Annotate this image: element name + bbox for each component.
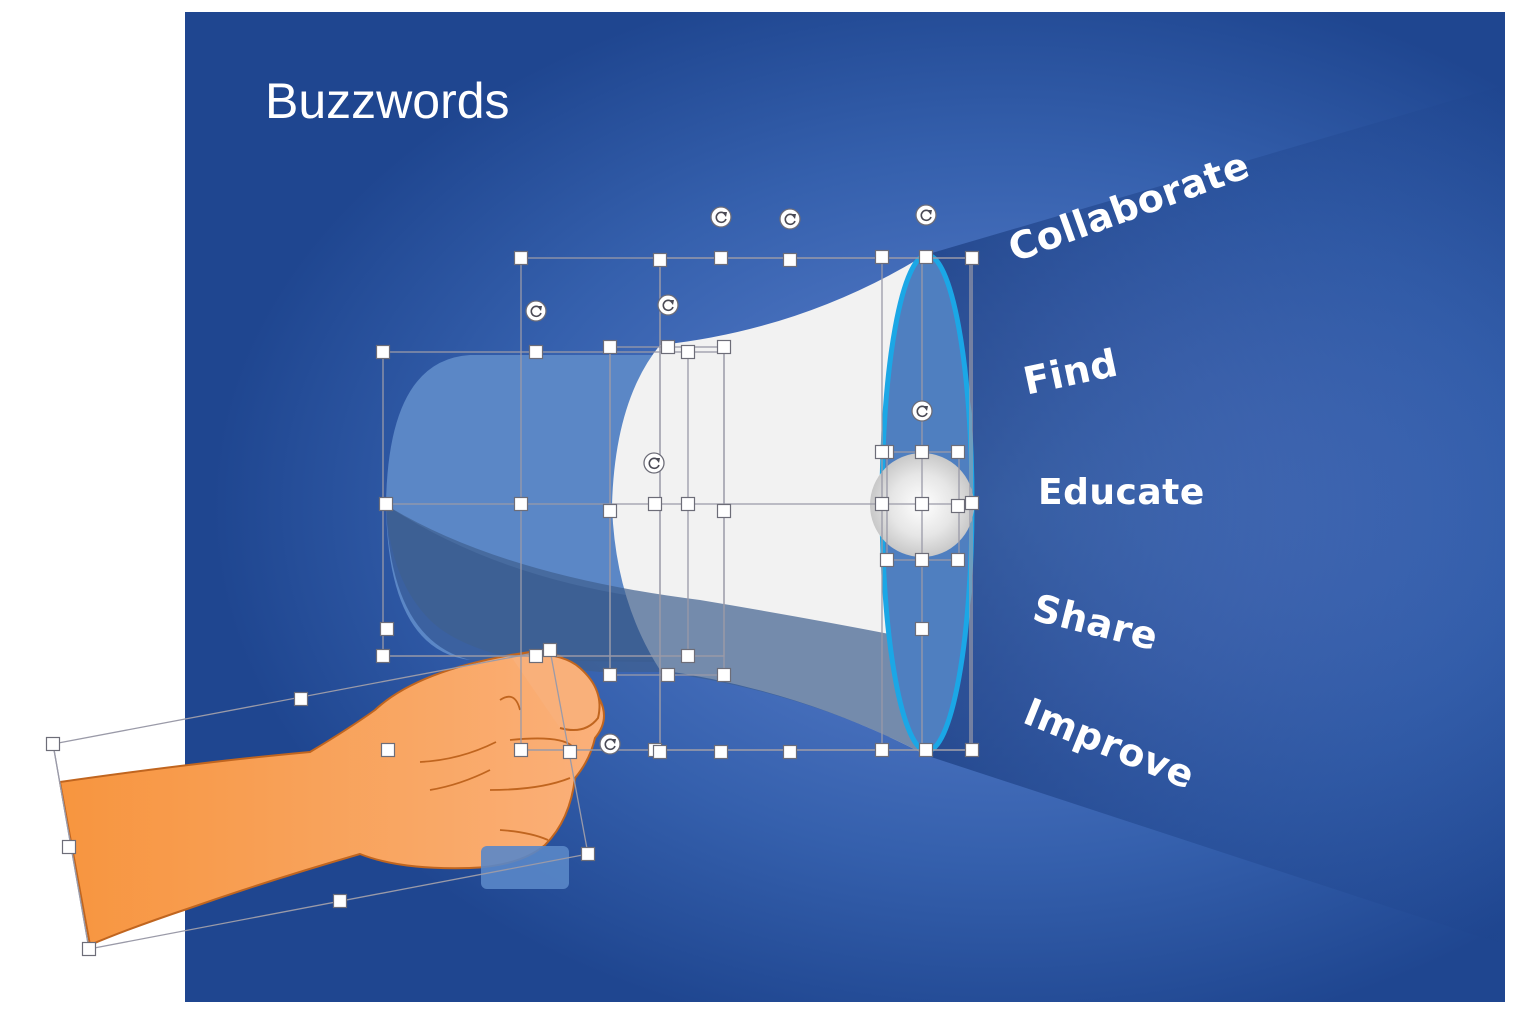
- square-handle-icon[interactable]: [680, 344, 696, 360]
- square-handle-icon[interactable]: [950, 498, 966, 514]
- square-handle-icon[interactable]: [950, 552, 966, 568]
- square-handle-icon[interactable]: [513, 250, 529, 266]
- square-handle-icon[interactable]: [513, 496, 529, 512]
- square-handle-icon[interactable]: [918, 742, 934, 758]
- square-handle-icon[interactable]: [874, 496, 890, 512]
- square-handle-icon[interactable]: [874, 742, 890, 758]
- square-handle-icon[interactable]: [660, 667, 676, 683]
- square-handle-icon[interactable]: [542, 642, 558, 658]
- square-handle-icon[interactable]: [602, 503, 618, 519]
- rotate-handle-icon[interactable]: [710, 206, 732, 228]
- word-educate[interactable]: Educate: [1038, 472, 1205, 513]
- square-handle-icon[interactable]: [528, 648, 544, 664]
- hand-arm[interactable]: [58, 650, 605, 947]
- square-handle-icon[interactable]: [513, 742, 529, 758]
- square-handle-icon[interactable]: [379, 621, 395, 637]
- square-handle-icon[interactable]: [716, 339, 732, 355]
- square-handle-icon[interactable]: [652, 252, 668, 268]
- rotate-handle-icon[interactable]: [525, 300, 547, 322]
- square-handle-icon[interactable]: [332, 893, 348, 909]
- rotate-handle-icon[interactable]: [657, 294, 679, 316]
- square-handle-icon[interactable]: [716, 667, 732, 683]
- square-handle-icon[interactable]: [680, 496, 696, 512]
- square-handle-icon[interactable]: [602, 667, 618, 683]
- square-handle-icon[interactable]: [713, 744, 729, 760]
- square-handle-icon[interactable]: [602, 339, 618, 355]
- square-handle-icon[interactable]: [680, 648, 696, 664]
- square-handle-icon[interactable]: [782, 252, 798, 268]
- square-handle-icon[interactable]: [580, 846, 596, 862]
- square-handle-icon[interactable]: [293, 691, 309, 707]
- rotate-handle-icon[interactable]: [643, 452, 665, 474]
- square-handle-icon[interactable]: [914, 496, 930, 512]
- sound-beam: [925, 85, 1505, 945]
- square-handle-icon[interactable]: [375, 344, 391, 360]
- square-handle-icon[interactable]: [918, 249, 934, 265]
- rotate-handle-icon[interactable]: [911, 400, 933, 422]
- rotate-handle-icon[interactable]: [915, 204, 937, 226]
- square-handle-icon[interactable]: [914, 552, 930, 568]
- square-handle-icon[interactable]: [874, 444, 890, 460]
- rotation-handles[interactable]: [525, 204, 937, 755]
- square-handle-icon[interactable]: [914, 444, 930, 460]
- selection-handles[interactable]: [45, 249, 980, 957]
- square-handle-icon[interactable]: [914, 621, 930, 637]
- square-handle-icon[interactable]: [61, 839, 77, 855]
- square-handle-icon[interactable]: [562, 744, 578, 760]
- square-handle-icon[interactable]: [528, 344, 544, 360]
- square-handle-icon[interactable]: [378, 496, 394, 512]
- square-handle-icon[interactable]: [380, 742, 396, 758]
- megaphone-cone-shadow: [386, 505, 920, 752]
- square-handle-icon[interactable]: [652, 744, 668, 760]
- square-handle-icon[interactable]: [879, 552, 895, 568]
- square-handle-icon[interactable]: [950, 444, 966, 460]
- square-handle-icon[interactable]: [716, 503, 732, 519]
- square-handle-icon[interactable]: [647, 496, 663, 512]
- square-handle-icon[interactable]: [964, 495, 980, 511]
- slide-title[interactable]: Buzzwords: [265, 73, 510, 129]
- square-handle-icon[interactable]: [782, 744, 798, 760]
- square-handle-icon[interactable]: [964, 742, 980, 758]
- square-handle-icon[interactable]: [874, 249, 890, 265]
- megaphone-handle[interactable]: [481, 846, 569, 889]
- rotate-handle-icon[interactable]: [779, 208, 801, 230]
- square-handle-icon[interactable]: [45, 736, 61, 752]
- square-handle-icon[interactable]: [713, 250, 729, 266]
- square-handle-icon[interactable]: [375, 648, 391, 664]
- square-handle-icon[interactable]: [81, 941, 97, 957]
- rotate-handle-icon[interactable]: [599, 733, 621, 755]
- square-handle-icon[interactable]: [964, 250, 980, 266]
- hand-finger-lines: [419, 695, 573, 841]
- square-handle-icon[interactable]: [660, 339, 676, 355]
